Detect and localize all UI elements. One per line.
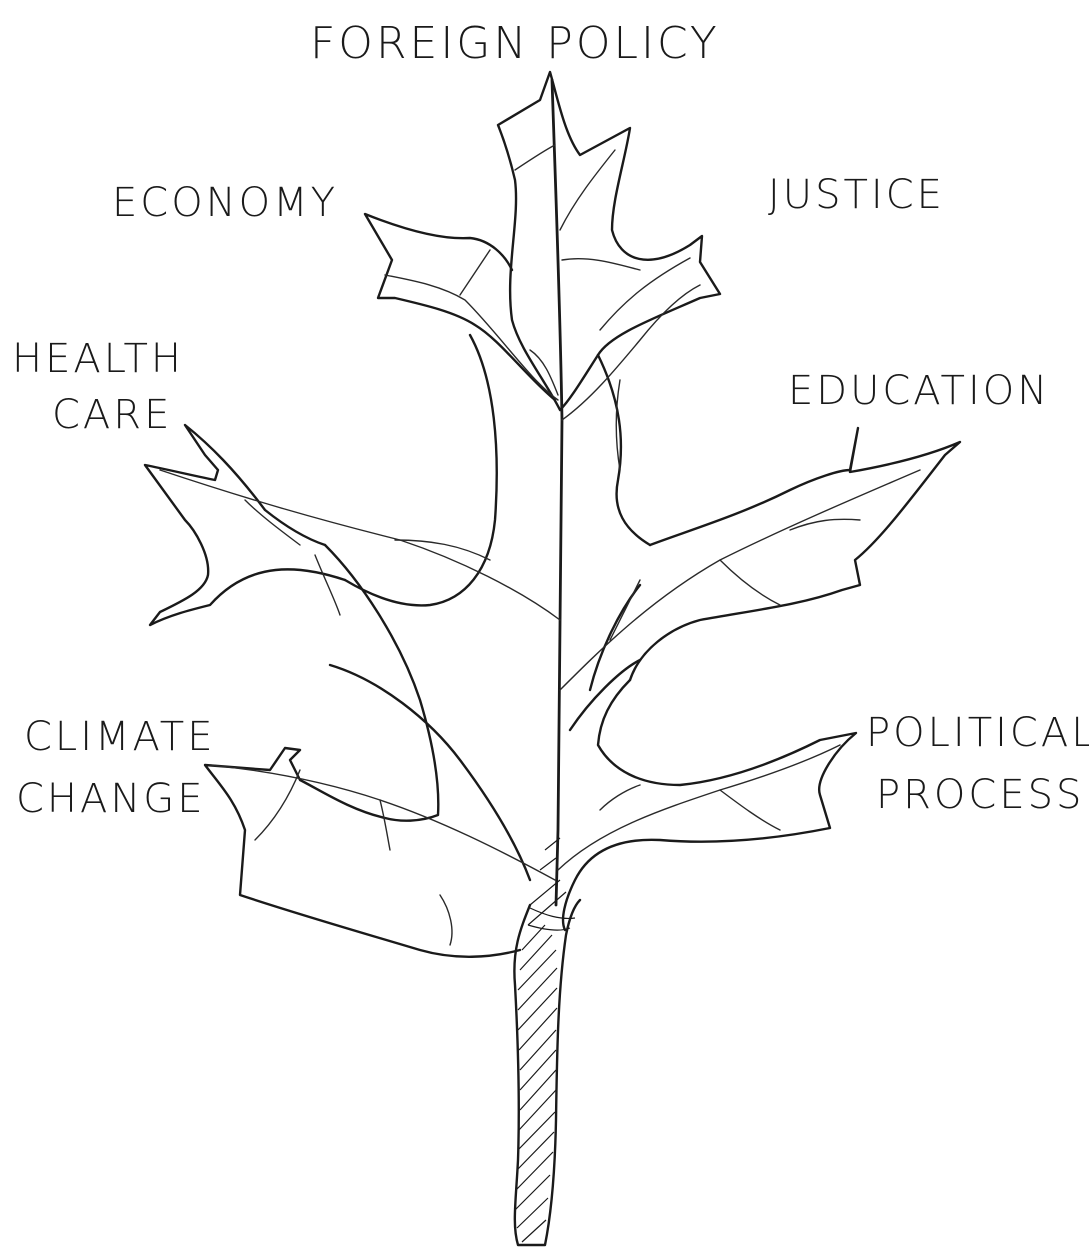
- label-foreign-policy: FOREIGN POLICY: [310, 18, 720, 69]
- label-justice: JUSTICE: [768, 172, 945, 218]
- label-political-process-line2: PROCESS: [876, 772, 1084, 818]
- leaf-outline: [143, 70, 962, 958]
- label-health-care-line2: CARE: [52, 392, 172, 438]
- label-economy: ECONOMY: [112, 180, 338, 226]
- label-climate-change-line2: CHANGE: [16, 776, 206, 822]
- leaf-veins: [159, 78, 921, 946]
- label-climate-change-line1: CLIMATE: [24, 714, 216, 760]
- label-health-care-line1: HEALTH: [12, 336, 184, 382]
- label-political-process-line1: POLITICAL: [866, 710, 1089, 756]
- label-education: EDUCATION: [788, 368, 1050, 414]
- leaf-stem: [513, 837, 582, 1247]
